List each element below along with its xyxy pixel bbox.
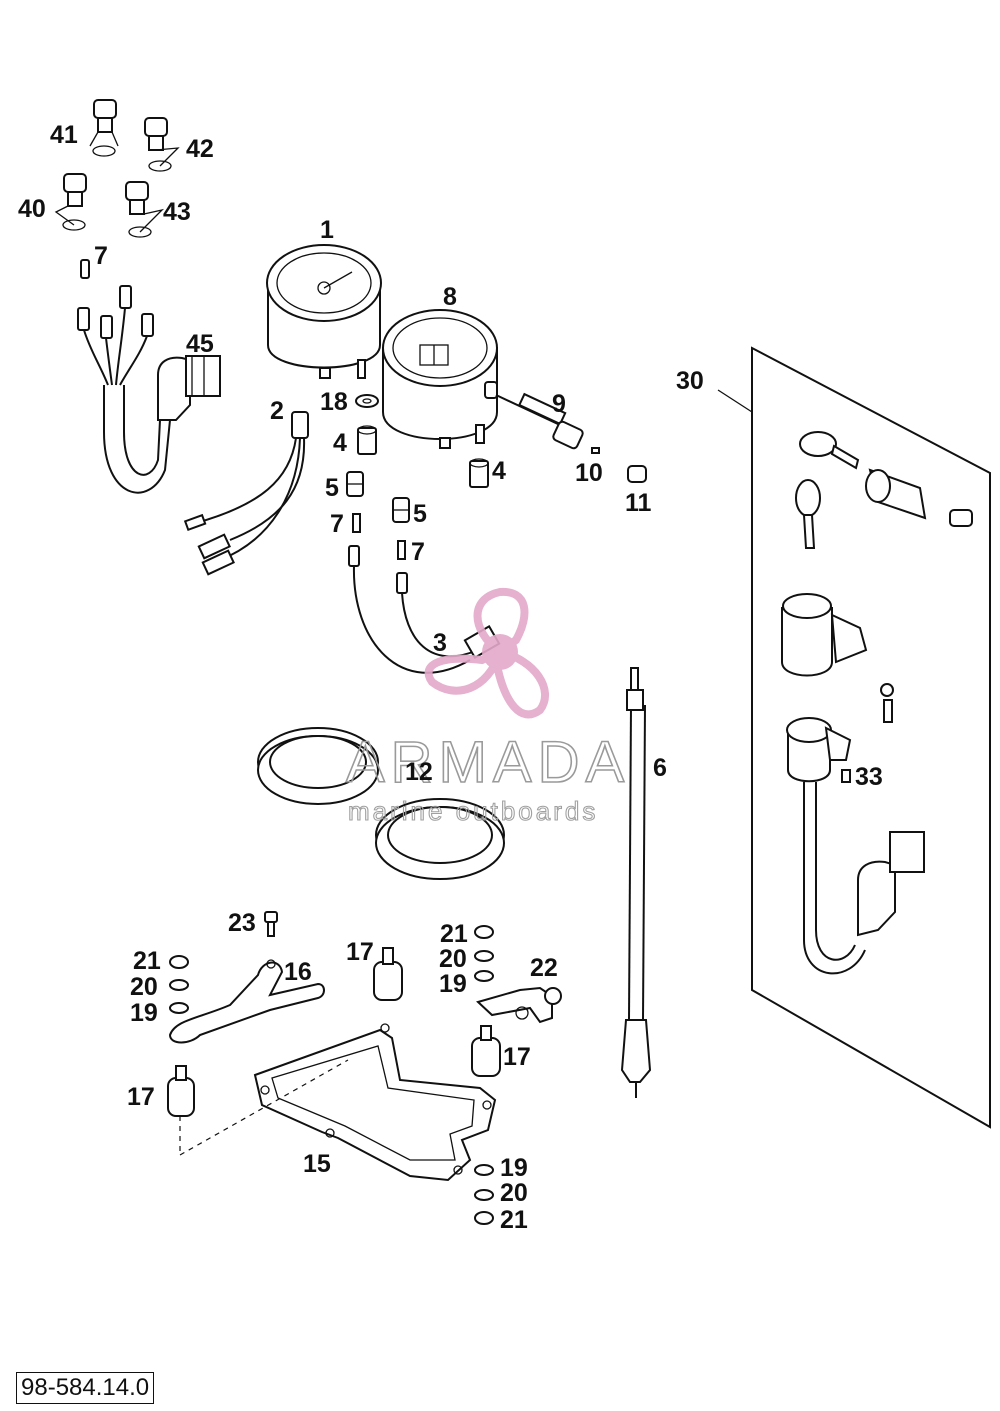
- callout-16: 16: [284, 958, 312, 986]
- speedo-fitting-9: [495, 392, 584, 450]
- washer-20-left: [169, 979, 189, 991]
- terminal-5-left: [346, 471, 364, 497]
- switch-housing: [781, 593, 894, 723]
- wiring-harness-45: [77, 259, 221, 494]
- bezel-ring-12: [257, 727, 505, 880]
- callout-30: 30: [676, 367, 704, 395]
- callout-2: 2: [270, 397, 284, 425]
- callout-19-bottom: 19: [500, 1154, 528, 1182]
- wire-lead-2: [183, 411, 309, 576]
- grommet-17-right: [471, 1025, 501, 1077]
- callout-9: 9: [552, 390, 566, 418]
- callout-19-left: 19: [130, 999, 158, 1027]
- callout-42: 42: [186, 135, 214, 163]
- nut-21-left: [169, 955, 189, 969]
- callout-3: 3: [433, 629, 447, 657]
- washer-19-top-right: [474, 970, 494, 982]
- callout-21-bottom: 21: [500, 1206, 528, 1234]
- harness-3: [348, 545, 501, 674]
- watermark-logo-icon: [424, 587, 549, 719]
- callout-17-left: 17: [127, 1083, 155, 1111]
- callout-23: 23: [228, 909, 256, 937]
- spacer-4-left: [357, 425, 377, 455]
- callout-15: 15: [303, 1150, 331, 1178]
- grommet-17-center: [373, 947, 403, 1001]
- gauge-1: [266, 244, 382, 379]
- washer-20-top-right: [474, 950, 494, 962]
- callout-1: 1: [320, 216, 334, 244]
- callout-41: 41: [50, 121, 78, 149]
- indicator-lamp-43: [125, 181, 165, 238]
- callout-20-bottom: 20: [500, 1179, 528, 1207]
- callout-7-right: 7: [411, 538, 425, 566]
- speedo-cable-6: [620, 667, 652, 1098]
- callout-8: 8: [443, 283, 457, 311]
- callout-17-center: 17: [346, 938, 374, 966]
- callout-21-left: 21: [133, 947, 161, 975]
- plug-11: [627, 465, 647, 483]
- watermark-title: ARMADA: [346, 730, 630, 795]
- callout-11: 11: [625, 489, 652, 517]
- callout-12: 12: [405, 758, 433, 786]
- callout-5-right: 5: [413, 500, 427, 528]
- lock-cylinder: [865, 468, 973, 527]
- callout-43: 43: [163, 198, 191, 226]
- gauge-8: [382, 309, 498, 449]
- ignition-switch: [786, 717, 925, 975]
- callout-4-right: 4: [492, 457, 506, 485]
- indicator-lamp-42: [144, 117, 180, 172]
- spacer-4-right: [469, 458, 489, 488]
- ignition-kit-panel-30: [717, 346, 991, 1129]
- nut-21-top-right: [474, 925, 494, 939]
- callout-40: 40: [18, 195, 46, 223]
- terminal-5-right: [392, 497, 410, 523]
- terminal-7-left: [352, 513, 361, 533]
- callout-18: 18: [320, 388, 348, 416]
- callout-10: 10: [575, 459, 603, 487]
- callout-22: 22: [530, 954, 558, 982]
- clip-22: [476, 986, 562, 1024]
- callout-21-top-right: 21: [440, 920, 468, 948]
- indicator-lamp-40: [54, 173, 87, 231]
- callout-5-left: 5: [325, 474, 339, 502]
- bracket-16: [168, 959, 325, 1044]
- callout-4-left: 4: [333, 429, 347, 457]
- washer-18: [355, 394, 379, 408]
- nut-21-bottom: [474, 1211, 494, 1225]
- diagram-code-label: 98-584.14.0: [16, 1372, 155, 1404]
- gasket-plate-15: [179, 1023, 497, 1182]
- callout-19-top-right: 19: [439, 970, 467, 998]
- washer-20-bottom: [474, 1189, 494, 1201]
- callout-20-top-right: 20: [439, 945, 467, 973]
- callout-7-left: 7: [330, 510, 344, 538]
- ignition-key-icon: [795, 431, 860, 549]
- callout-20-left: 20: [130, 973, 158, 1001]
- grommet-17-left: [167, 1065, 195, 1155]
- callout-17-right: 17: [503, 1043, 531, 1071]
- callout-33: 33: [855, 763, 883, 791]
- washer-19-bottom: [474, 1164, 494, 1176]
- screw-10: [591, 447, 600, 454]
- callout-45: 45: [186, 330, 214, 358]
- callout-6: 6: [653, 754, 667, 782]
- washer-19-left: [169, 1002, 189, 1014]
- screw-23: [264, 911, 278, 937]
- indicator-lamp-41: [89, 99, 119, 157]
- terminal-7-right: [397, 540, 406, 560]
- watermark-subtitle: marine outboards: [348, 796, 598, 826]
- callout-7-harness: 7: [94, 242, 108, 270]
